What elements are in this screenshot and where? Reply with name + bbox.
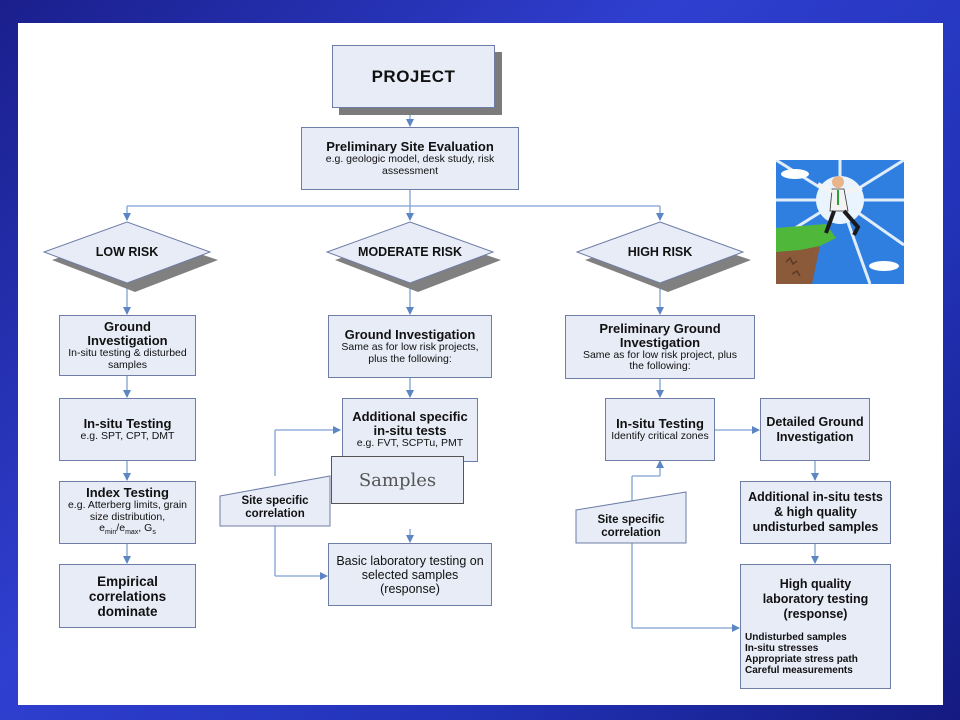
high-insitu-sub: Identify critical zones [611,429,709,442]
moderate-correlation-label: Site specific correlation [241,495,309,520]
high-correlation-label: Site specific correlation [597,514,665,539]
high-ground-investigation-box: Preliminary Ground Investigation Same as… [565,315,755,379]
low-insitu-testing-box: In-situ Testing e.g. SPT, CPT, DMT [59,398,196,461]
high-detailed-investigation-box: Detailed Ground Investigation [760,398,870,461]
high-detailed-text: Detailed Ground Investigation [766,414,864,444]
preliminary-sub: e.g. geologic model, desk study, risk as… [325,153,495,177]
high-insitu-testing-box: In-situ Testing Identify critical zones [605,398,715,461]
high-correlation-shape [575,491,687,544]
high-lab-title: High quality laboratory testing (respons… [762,577,869,621]
high-risk-diamond [575,221,751,292]
samples-label: Samples [358,469,437,491]
high-ground-title: Preliminary Ground Investigation [599,320,721,350]
list-item: Undisturbed samples [745,632,847,643]
low-index-sub: e.g. Atterberg limits, grain size distri… [67,499,188,523]
high-insitu-title: In-situ Testing [616,415,704,431]
project-title: PROJECT [371,66,456,86]
low-empirical-text: Empirical correlations dominate [88,573,167,619]
low-ground-title: Ground Investigation [87,319,168,348]
low-ground-investigation-box: Ground Investigation In-situ testing & d… [59,315,196,376]
low-index-sub-params: emin/emax, Gs [99,522,156,537]
high-additional-tests-box: Additional in-situ tests & high quality … [740,481,891,544]
moderate-ground-sub: Same as for low risk projects, plus the … [341,341,479,365]
moderate-correlation-shape [219,475,331,527]
moderate-ground-investigation-box: Ground Investigation Same as for low ris… [328,315,492,378]
low-insitu-title: In-situ Testing [83,415,172,431]
low-index-title: Index Testing [86,485,169,501]
samples-box: Samples [331,456,464,504]
high-lab-testing-box: High quality laboratory testing (respons… [740,564,891,689]
project-box: PROJECT [332,45,495,108]
moderate-lab-text: Basic laboratory testing on selected sam… [336,553,484,596]
preliminary-site-evaluation-box: Preliminary Site Evaluation e.g. geologi… [301,127,519,190]
high-risk-label: HIGH RISK [627,245,693,259]
low-index-testing-box: Index Testing e.g. Atterberg limits, gra… [59,481,196,544]
moderate-additional-sub: e.g. FVT, SCPTu, PMT [356,437,464,450]
low-risk-diamond [42,221,218,292]
low-ground-sub: In-situ testing & disturbed samples [68,347,187,371]
list-item: Careful measurements [745,665,853,676]
moderate-additional-tests-box: Additional specific in-situ tests e.g. F… [342,398,478,462]
list-item: In-situ stresses [745,643,819,654]
high-additional-text: Additional in-situ tests & high quality … [748,490,883,534]
low-empirical-box: Empirical correlations dominate [59,564,196,628]
high-ground-sub: Same as for low risk project, plus the f… [582,348,738,372]
moderate-additional-title: Additional specific in-situ tests [352,409,468,439]
list-item: Appropriate stress path [745,654,858,665]
moderate-ground-title: Ground Investigation [344,327,476,342]
moderate-risk-diamond [325,221,501,292]
preliminary-title: Preliminary Site Evaluation [326,139,494,154]
low-insitu-sub: e.g. SPT, CPT, DMT [80,429,175,442]
moderate-risk-label: MODERATE RISK [358,245,462,259]
high-lab-list: Undisturbed samples In-situ stresses App… [745,632,858,676]
moderate-lab-testing-box: Basic laboratory testing on selected sam… [328,543,492,606]
low-risk-label: LOW RISK [95,245,159,259]
businessman-cliff-icon [775,158,905,285]
